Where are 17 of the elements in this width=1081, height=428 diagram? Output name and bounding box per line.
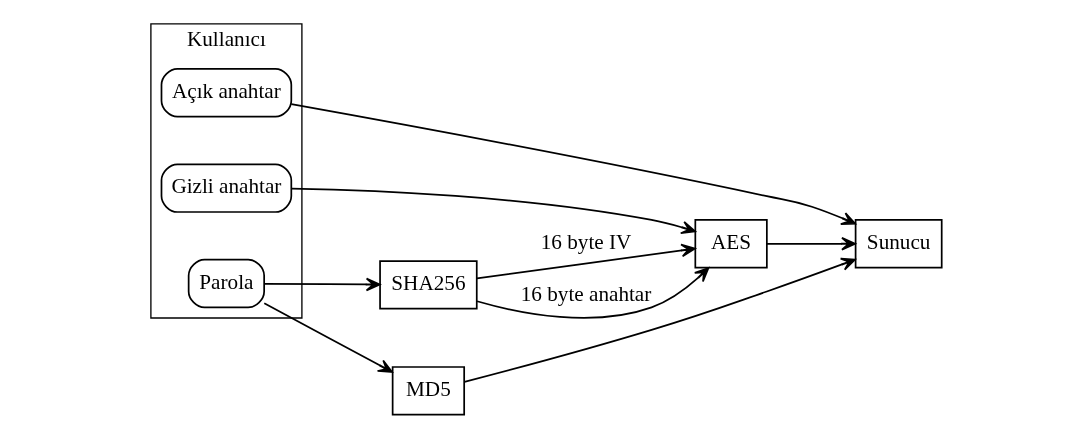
arrow [475,243,696,280]
arrow [262,302,393,373]
node-box: Parola [187,258,265,309]
node-box: SHA256 [378,260,478,310]
arrow [262,277,381,292]
arrow [463,257,856,383]
arrow [765,237,856,251]
arrow [475,267,709,319]
arrow [290,187,696,235]
node-box: MD5 [391,366,465,416]
node-box: Gizli anahtar [160,163,292,213]
node-box: Sunucu [854,219,943,269]
node-box: Açık anahtar [160,68,292,118]
node-box: AES [693,219,768,269]
edge-label: 16 byte IV [540,229,631,254]
arrow [290,103,856,225]
edge-label: 16 byte anahtar [520,281,651,306]
